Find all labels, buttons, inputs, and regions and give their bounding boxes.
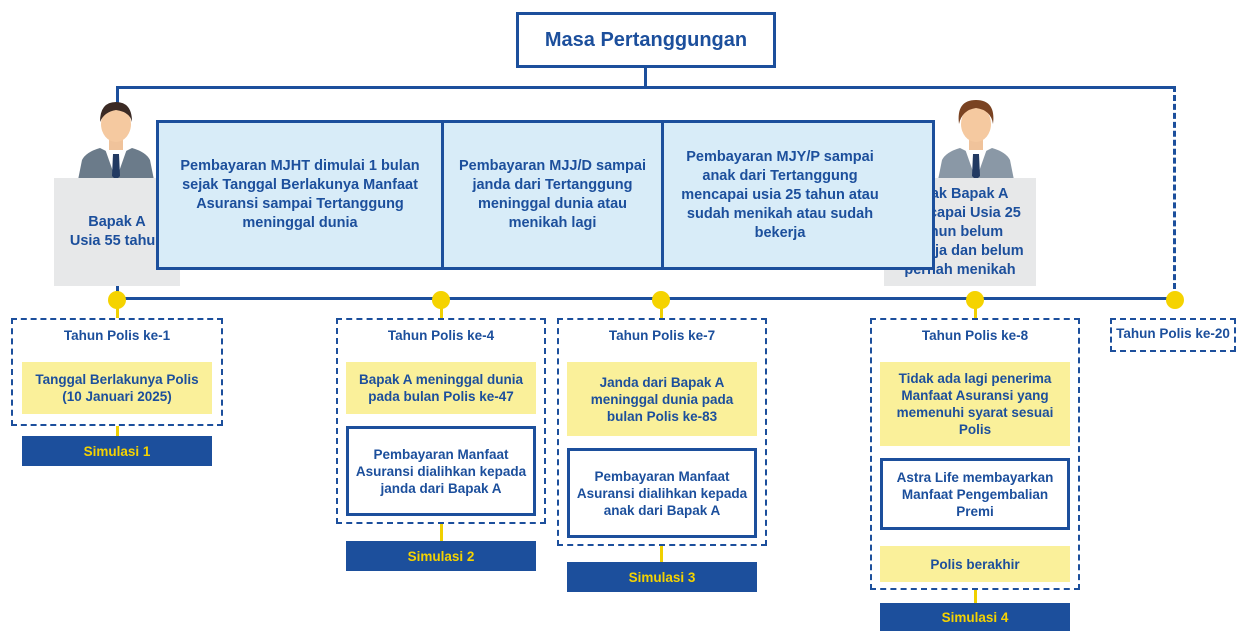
benefit-mjjd-box: Pembayaran MJJ/D sampai janda dari Terta… bbox=[441, 120, 664, 270]
sim3-label: Simulasi 3 bbox=[567, 562, 757, 592]
timeline-dot-year-8 bbox=[966, 291, 984, 309]
sim2-year-label: Tahun Polis ke-4 bbox=[387, 328, 495, 343]
year20-panel bbox=[1110, 318, 1236, 352]
sim3-year-label: Tahun Polis ke-7 bbox=[608, 328, 716, 343]
year20-label: Tahun Polis ke-20 bbox=[1116, 326, 1230, 341]
sim1-year-label: Tahun Polis ke-1 bbox=[63, 328, 171, 343]
timeline-dot-year-4 bbox=[432, 291, 450, 309]
title-connector bbox=[644, 68, 647, 88]
right-frame-dashed-line bbox=[1173, 86, 1176, 298]
top-frame-line bbox=[116, 86, 1176, 89]
sim1-step-1: Tanggal Berlakunya Polis (10 Januari 202… bbox=[22, 362, 212, 414]
sim4-step-1: Tidak ada lagi penerima Manfaat Asuransi… bbox=[880, 362, 1070, 446]
sim2-label: Simulasi 2 bbox=[346, 541, 536, 571]
timeline bbox=[116, 297, 1176, 300]
man-avatar-icon bbox=[78, 102, 154, 180]
young-man-avatar-icon bbox=[938, 100, 1014, 180]
sim2-step-2: Pembayaran Manfaat Asuransi dialihkan ke… bbox=[346, 426, 536, 516]
sim3-step-2: Pembayaran Manfaat Asuransi dialihkan ke… bbox=[567, 448, 757, 538]
sim4-step-2: Astra Life membayarkan Manfaat Pengembal… bbox=[880, 458, 1070, 530]
sim4-label: Simulasi 4 bbox=[880, 603, 1070, 631]
sim4-step-3: Polis berakhir bbox=[880, 546, 1070, 582]
benefit-mjht-box: Pembayaran MJHT dimulai 1 bulan sejak Ta… bbox=[156, 120, 444, 270]
diagram-title: Masa Pertanggungan bbox=[516, 12, 776, 68]
benefit-mjyp-box: Pembayaran MJY/P sampai anak dari Tertan… bbox=[661, 120, 935, 270]
timeline-dot-year-20 bbox=[1166, 291, 1184, 309]
sim3-step-1: Janda dari Bapak A meninggal dunia pada … bbox=[567, 362, 757, 436]
timeline-dot-year-1 bbox=[108, 291, 126, 309]
sim4-year-label: Tahun Polis ke-8 bbox=[921, 328, 1029, 343]
sim2-step-1: Bapak A meninggal dunia pada bulan Polis… bbox=[346, 362, 536, 414]
sim1-label: Simulasi 1 bbox=[22, 436, 212, 466]
timeline-dot-year-7 bbox=[652, 291, 670, 309]
